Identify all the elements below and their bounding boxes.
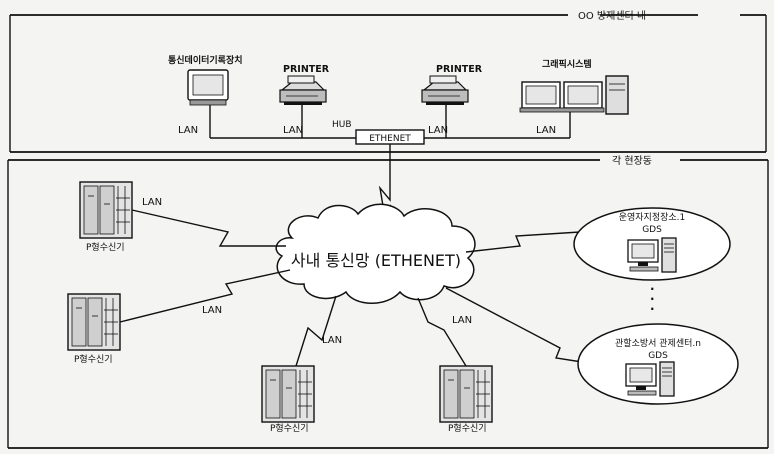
printer-2: PRINTER bbox=[421, 64, 483, 106]
gds-site-2: 관할소방서 관제센터.n GDS bbox=[577, 323, 739, 405]
receiver-1: P형수신기 bbox=[79, 181, 133, 253]
hub-caption: HUB bbox=[332, 120, 352, 130]
bottom-section-title: 각 현장동 bbox=[612, 155, 652, 167]
receiver-2-label: P형수신기 bbox=[74, 354, 113, 365]
lan-label-receiver-1: LAN bbox=[142, 197, 162, 208]
receiver-1-link bbox=[131, 209, 286, 247]
gds-1-link bbox=[465, 231, 581, 253]
printer-1-label: PRINTER bbox=[283, 64, 330, 75]
receiver-2: P형수신기 bbox=[67, 293, 121, 365]
receiver-4-link bbox=[417, 297, 467, 367]
gds-site-1: 운영자지정장소.1 GDS bbox=[573, 207, 731, 281]
hub: HUB ETHENET bbox=[332, 120, 425, 145]
storage-label: 통신데이터기록장치 bbox=[168, 54, 243, 66]
receiver-4-label: P형수신기 bbox=[448, 423, 487, 434]
top-lan-bus bbox=[209, 104, 571, 139]
printer-2-label: PRINTER bbox=[436, 64, 483, 75]
graphics-system: 그래픽시스템 bbox=[519, 58, 629, 115]
top-section-title: OO 방재센터 내 bbox=[578, 10, 646, 22]
receiver-4: P형수신기 bbox=[439, 365, 493, 434]
lan-label-receiver-2: LAN bbox=[202, 305, 222, 316]
receiver-1-label: P형수신기 bbox=[86, 242, 125, 253]
lan-label-printer-2: LAN bbox=[428, 125, 448, 136]
ellipsis-dot-3: · bbox=[650, 302, 655, 316]
lan-label-receiver-3: LAN bbox=[322, 335, 342, 346]
hub-label: ETHENET bbox=[369, 134, 411, 144]
top-section: OO 방재센터 내 bbox=[9, 10, 767, 153]
gds-site-1-label: 운영자지정장소.1 bbox=[619, 212, 686, 223]
ellipsis-dot-2: · bbox=[650, 292, 655, 306]
ellipsis-dot-1: · bbox=[650, 282, 655, 296]
receiver-3-label: P형수신기 bbox=[270, 423, 309, 434]
data-storage-device: 통신데이터기록장치 bbox=[168, 54, 243, 106]
bottom-section: 각 현장동 bbox=[7, 155, 769, 449]
gds-site-2-sub: GDS bbox=[648, 351, 668, 361]
gds-site-2-label: 관할소방서 관제센터.n bbox=[615, 338, 701, 349]
receiver-2-link bbox=[119, 269, 291, 323]
receiver-3: P형수신기 bbox=[261, 365, 315, 434]
gds-site-1-sub: GDS bbox=[642, 225, 662, 235]
lan-label-printer-1: LAN bbox=[283, 125, 303, 136]
receiver-3-link bbox=[295, 295, 337, 367]
cloud-label: 사내 통신망 (ETHENET) bbox=[291, 251, 461, 270]
graphics-label: 그래픽시스템 bbox=[542, 58, 592, 70]
gds-2-link bbox=[445, 287, 583, 363]
printer-1: PRINTER bbox=[279, 64, 330, 106]
lan-label-graphics: LAN bbox=[536, 125, 556, 136]
lan-label-storage: LAN bbox=[178, 125, 198, 136]
lan-label-receiver-4: LAN bbox=[452, 315, 472, 326]
intranet-cloud: 사내 통신망 (ETHENET) bbox=[275, 203, 476, 304]
